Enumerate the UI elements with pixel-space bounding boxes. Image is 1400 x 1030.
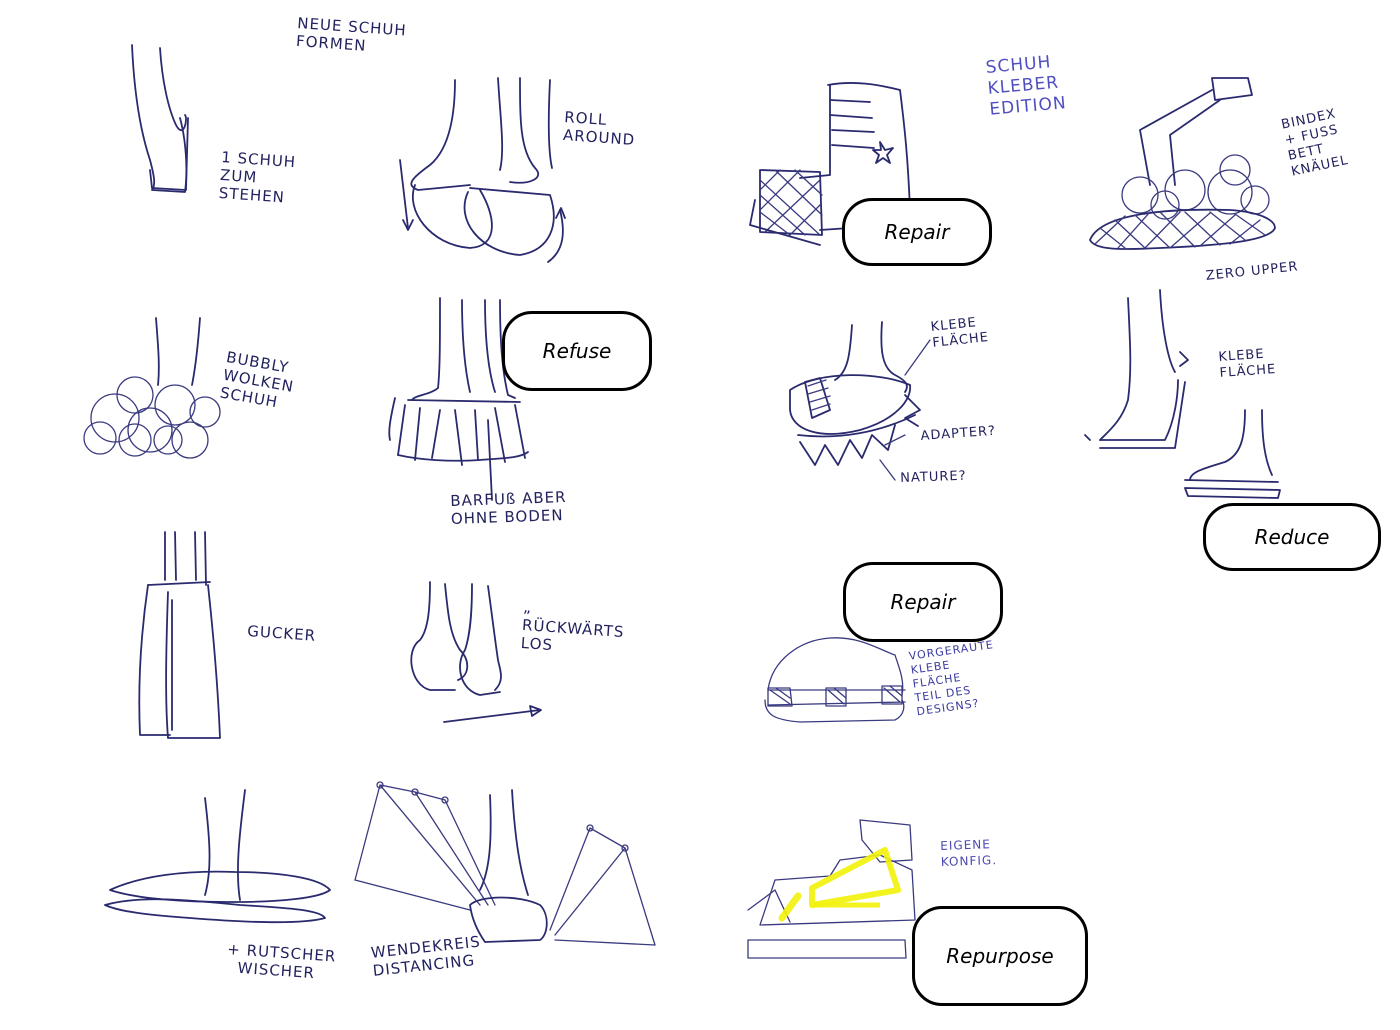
note-vorgeraute-klebe-flaeche: VORGERAUTE KLEBE FLÄCHE TEIL DES DESIGNS… [908,638,995,719]
note-barfuss-ohne-boden: BARFUß ABER OHNE BODEN [450,487,567,528]
note-schuh-kleber-edition: SCHUH KLEBER EDITION [985,52,1068,120]
sketch-rutscher [104,789,331,924]
sketch-rueckwaerts [410,581,542,723]
tag-reduce: Reduce [1203,503,1381,571]
note-rueckwaerts-los: „ RÜCKWÄRTS LOS [520,598,625,655]
note-nature: NATURE? [900,468,967,486]
sketch-repurpose-config [747,819,916,959]
tag-repair-middle: Repair [843,562,1003,642]
sketch-bubbly-cloud [83,317,221,459]
note-neue-schuh-formen: NEUE SCHUH FORMEN [295,14,408,55]
sketch-bindex [1089,77,1276,250]
tag-refuse: Refuse [502,311,652,391]
note-1-schuh-zum-stehen: 1 SCHUH ZUM STEHEN [218,148,297,207]
sketch-zero-upper [1084,289,1281,499]
note-roll-around: ROLL AROUND [562,108,636,149]
sketch-wendekreis [354,781,656,946]
sketch-gucker [138,531,221,739]
sketch-roll-around [399,77,566,263]
note-klebe-flaeche-1: KLEBE FLÄCHE [930,315,990,351]
note-eigene-konfig: EIGENE KONFIG. [940,837,998,869]
sketch-standing-shoe [131,44,189,193]
sketch-repair-sneaker [749,82,911,246]
tag-repurpose: Repurpose [912,906,1088,1006]
sketch-vorgeraute-sole [764,637,906,723]
note-klebe-flaeche-2: KLEBE FLÄCHE [1218,346,1277,381]
sketch-adapter-sandal [789,321,931,481]
tag-repair-top: Repair [842,198,992,266]
note-rutscher-wischer: + RUTSCHER WISCHER [225,940,337,983]
